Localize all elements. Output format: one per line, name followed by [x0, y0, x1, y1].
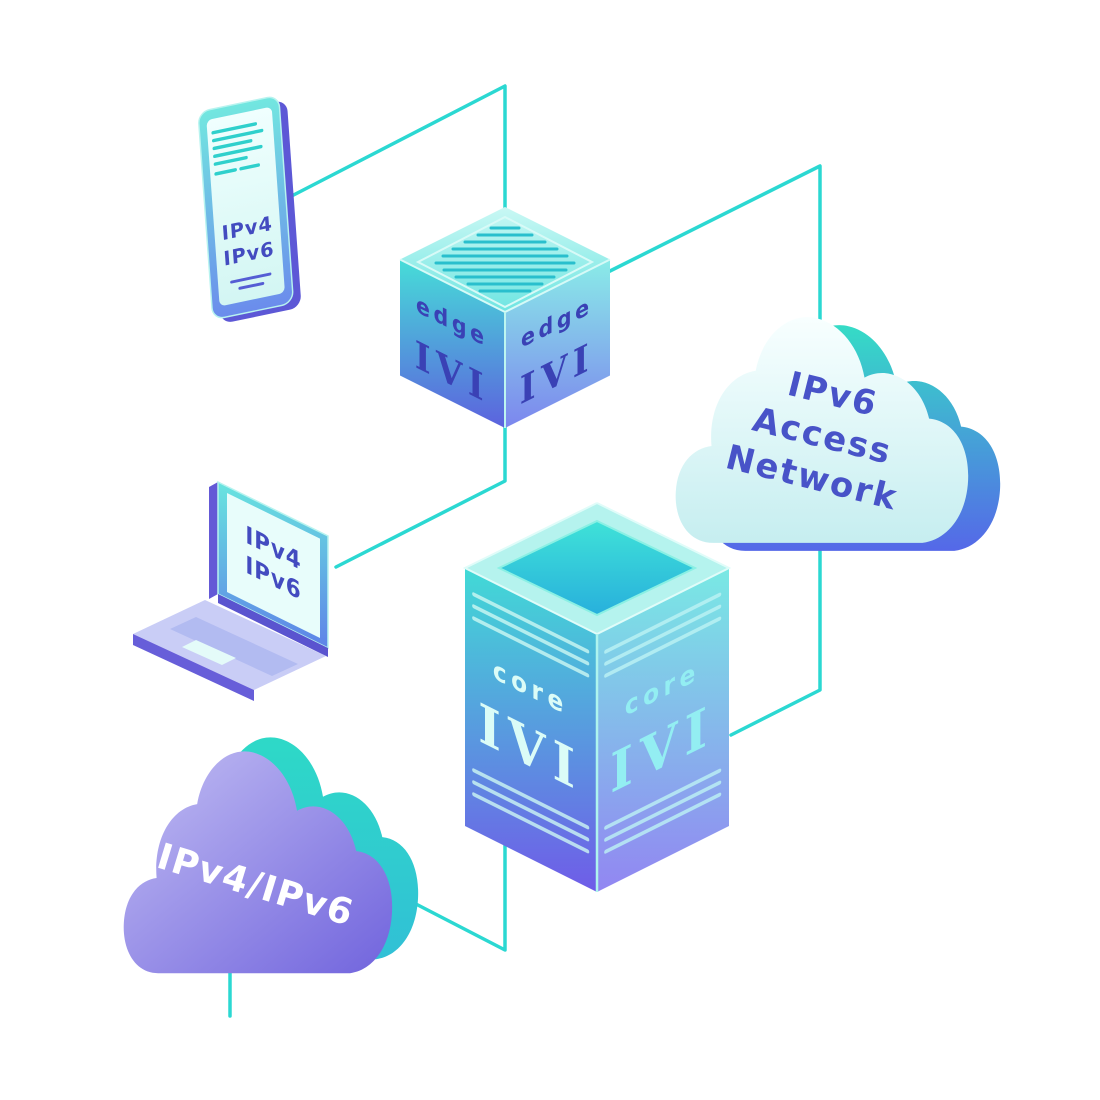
- edge-cube-seams: [399, 258, 611, 428]
- connector-phone-to-edge-router: [278, 84, 507, 216]
- laptop-screen-thickness: [209, 482, 218, 599]
- edge-router-cube: edge IVI edge IVI: [399, 207, 611, 428]
- core-right-top-vents: [604, 592, 722, 678]
- edge-cube-right-face: [505, 259, 610, 428]
- laptop-display: [227, 493, 320, 638]
- edge-cube-top-vent-lines: [434, 226, 576, 293]
- edge-cube-left-face: [400, 259, 505, 428]
- laptop-keyboard: [170, 617, 298, 676]
- edge-cube-top-inset-border: [415, 215, 595, 309]
- phone-screen-content-lines: [211, 122, 264, 176]
- laptop-base-front: [133, 634, 254, 701]
- laptop: IPv4 IPv6: [133, 480, 329, 701]
- core-server-seams: [462, 502, 732, 892]
- transit-cloud: IPv4/IPv6: [123, 737, 419, 974]
- smartphone: IPv4 IPv6: [198, 96, 301, 322]
- access-network-cloud: IPv6 Access Network: [675, 317, 1001, 551]
- connector-core-to-transit-cloud: [412, 836, 507, 952]
- phone-bottom-bars: [230, 272, 272, 290]
- core-right-bottom-vents: [604, 768, 722, 854]
- connector-edge-router-to-laptop: [334, 424, 507, 569]
- core-left-top-vents: [472, 592, 590, 678]
- core-server-left-face: [465, 568, 597, 892]
- phone-screen: [206, 107, 285, 306]
- transit-cloud-body: [123, 751, 393, 974]
- core-server-right-face: [597, 568, 729, 892]
- core-left-bottom-vents: [472, 768, 590, 854]
- access-cloud-body: [675, 317, 969, 543]
- core-server-top-panel: [496, 519, 698, 617]
- laptop-trackpad: [182, 640, 236, 665]
- core-router-server: core IVI core IVI: [462, 502, 732, 892]
- laptop-hinge: [218, 594, 328, 657]
